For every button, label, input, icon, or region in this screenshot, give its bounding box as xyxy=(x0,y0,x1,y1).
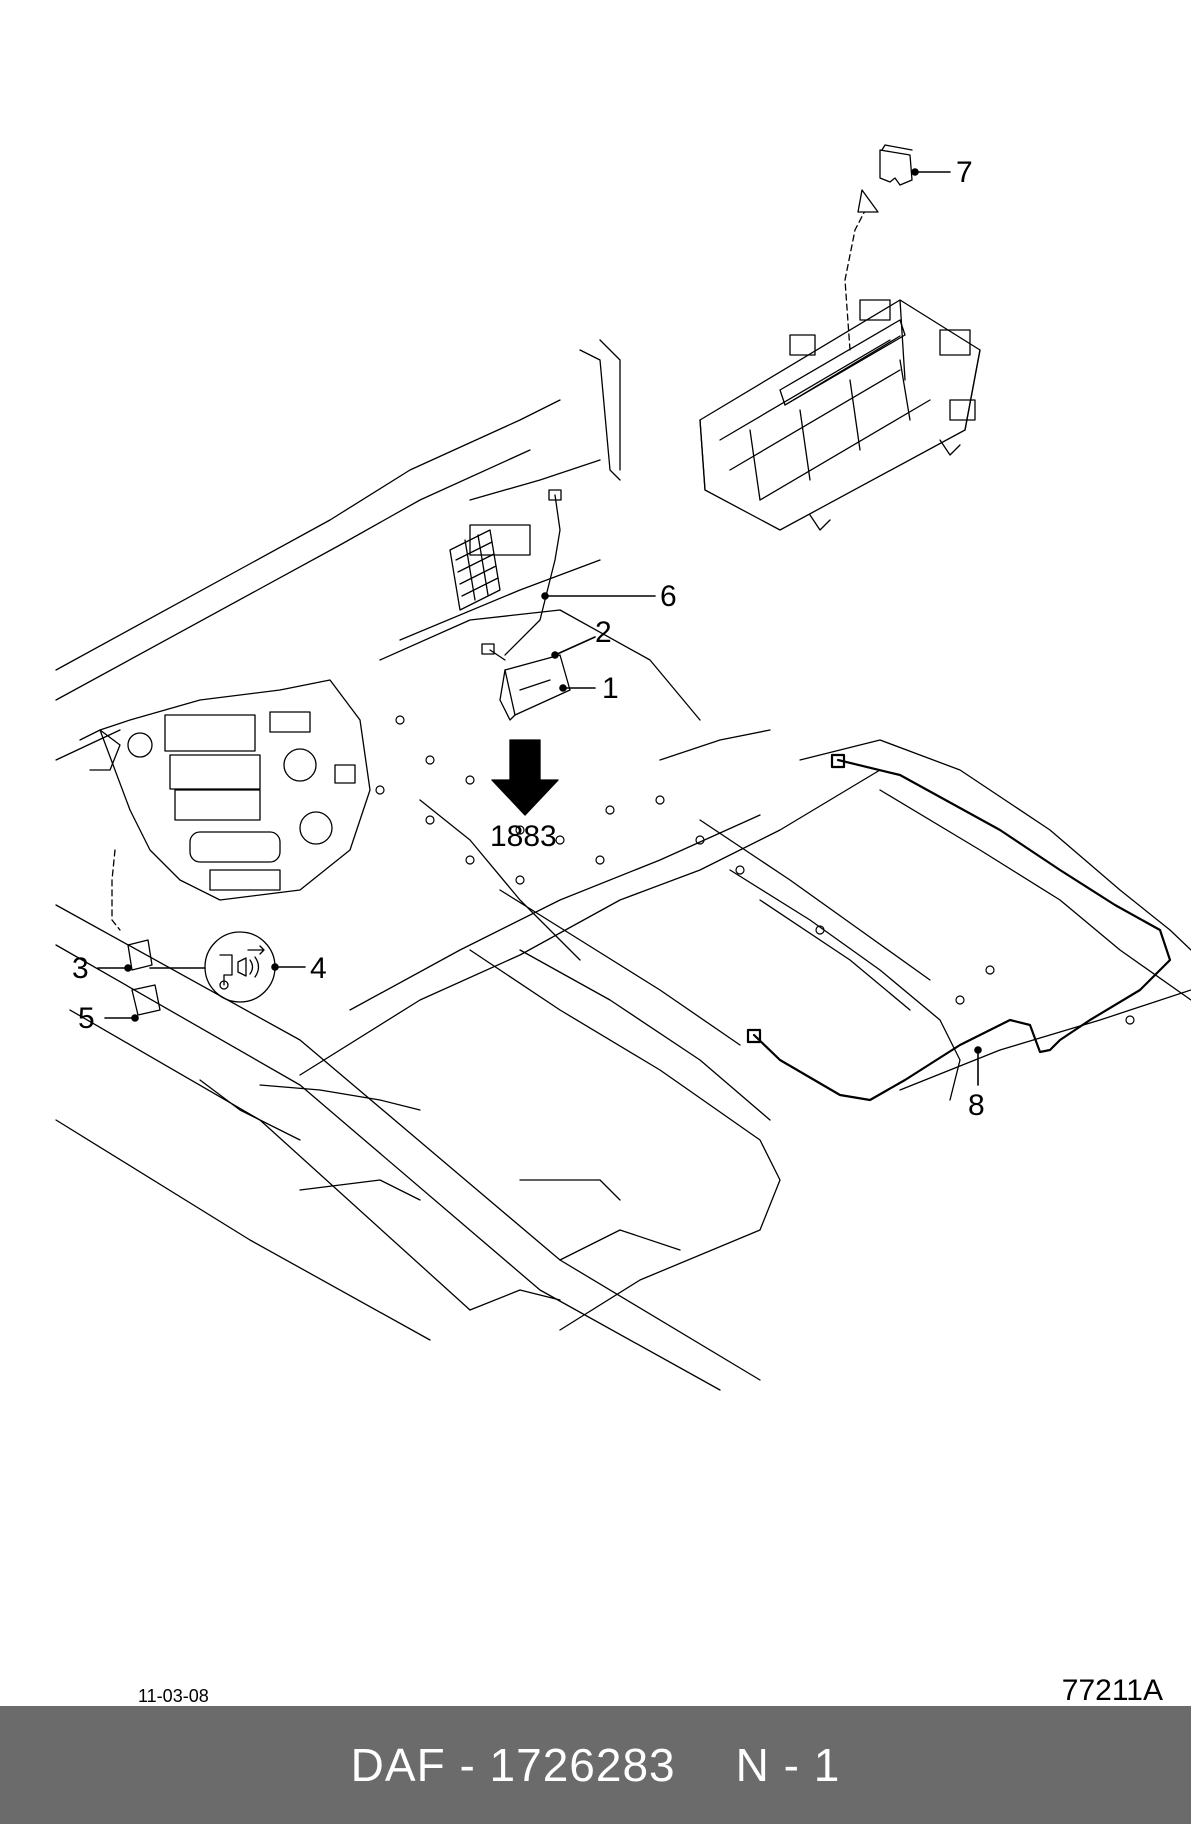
leader-lines xyxy=(97,168,982,1086)
cab-floor-outline xyxy=(55,339,1191,1391)
footer-page: N - 1 xyxy=(735,1739,841,1791)
drawing-code: 77211A xyxy=(1061,1674,1163,1707)
reference-arrow-label: 1883 xyxy=(490,820,557,853)
callout-1: 1 xyxy=(602,672,619,705)
dashboard-leader-arrow xyxy=(111,849,121,931)
callout-8: 8 xyxy=(968,1089,985,1122)
reference-arrow xyxy=(491,739,559,816)
floor-holes xyxy=(375,715,1135,1025)
exploded-parts-diagram: 1 2 3 4 5 6 7 8 1883 xyxy=(55,144,1191,1391)
fuse-clip xyxy=(879,144,913,186)
callout-labels: 1 2 3 4 5 6 7 8 1883 xyxy=(72,156,985,1122)
horn-switch-symbol xyxy=(204,931,276,1003)
switch-assembly xyxy=(127,939,161,1016)
wiring-harness xyxy=(481,489,562,661)
floor-cable xyxy=(746,753,1172,1102)
dashboard-panel xyxy=(79,679,371,901)
callout-6: 6 xyxy=(660,580,677,613)
rear-wall-panel xyxy=(399,524,601,641)
control-module xyxy=(499,654,571,721)
fuse-box-arrow xyxy=(844,189,879,351)
callout-3: 3 xyxy=(72,952,89,985)
date-stamp: 11-03-08 xyxy=(138,1686,209,1706)
callout-2: 2 xyxy=(595,616,612,649)
footer-bar: DAF - 1726283 N - 1 xyxy=(0,1706,1191,1824)
callout-4: 4 xyxy=(310,952,327,985)
callout-7: 7 xyxy=(956,156,973,189)
callout-5: 5 xyxy=(78,1002,95,1035)
fuse-relay-box xyxy=(699,299,981,531)
footer-part-number: DAF - 1726283 xyxy=(350,1739,676,1791)
